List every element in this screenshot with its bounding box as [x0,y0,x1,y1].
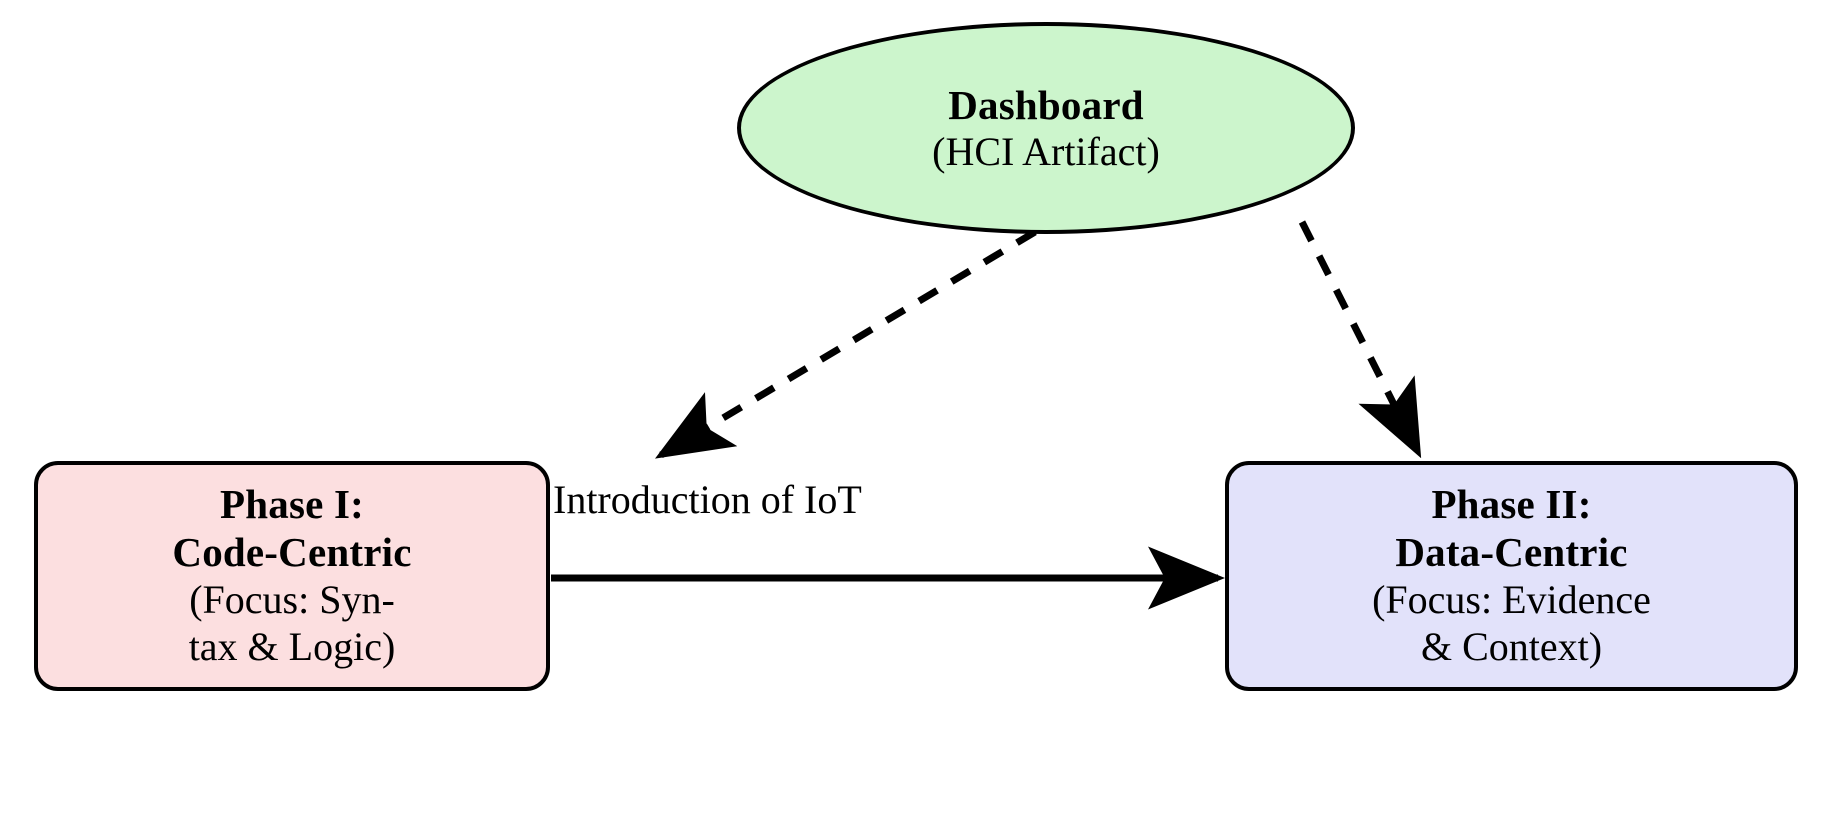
node-phase-two-subtitle-line1: (Focus: Evidence [1372,577,1651,623]
node-phase-two-subtitle-line2: & Context) [1420,623,1603,669]
node-dashboard-title: Dashboard [948,81,1144,128]
node-phase-two-title-line2: Data-Centric [1395,529,1628,576]
edge-label-introduction-of-iot: Introduction of IoT [553,477,862,522]
node-phase-one[interactable]: Phase I: Code-Centric (Focus: Syn- tax &… [34,461,550,691]
node-phase-two[interactable]: Phase II: Data-Centric (Focus: Evidence … [1225,461,1798,691]
node-dashboard[interactable]: Dashboard (HCI Artifact) [737,22,1355,234]
node-phase-one-title-line2: Code-Centric [172,529,412,576]
node-phase-two-title-line1: Phase II: [1431,481,1592,528]
edge-dashboard-to-phase-one [654,228,1037,459]
node-phase-one-subtitle-line2: tax & Logic) [188,623,396,669]
node-phase-one-title-line1: Phase I: [220,481,364,528]
node-phase-one-subtitle-line1: (Focus: Syn- [189,577,395,623]
node-dashboard-subtitle: (HCI Artifact) [932,128,1160,174]
edge-dashboard-to-phase-two [1298,220,1422,459]
